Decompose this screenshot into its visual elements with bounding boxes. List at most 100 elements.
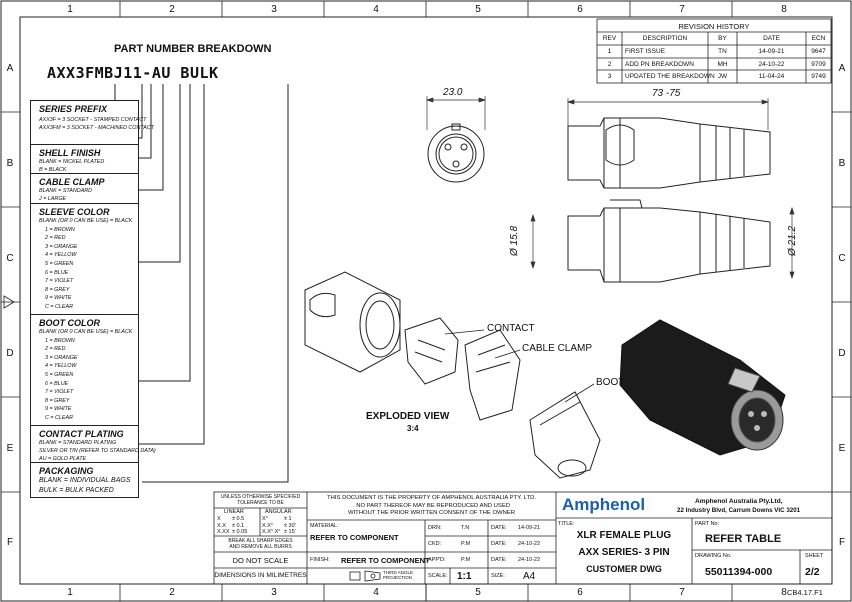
zone-row-label: F — [838, 537, 846, 548]
tolerance-angular-key: X° — [262, 516, 268, 522]
revision-cell: FIRST ISSUE — [625, 48, 665, 55]
breakdown-option: B = BLACK — [39, 167, 67, 173]
exploded-view-scale: 3:4 — [407, 424, 419, 433]
tolerance-angular-value: ± 1 — [284, 516, 292, 522]
revision-header-cell: BY — [718, 35, 727, 42]
breakdown-category-title: SLEEVE COLOR — [39, 207, 110, 217]
zone-row-label: A — [838, 63, 846, 74]
callout-contact: CONTACT — [487, 323, 535, 334]
breakdown-option: AXX3FM = 3 SOCKET - MACHINED CONTACT — [39, 125, 155, 131]
drawing-title-line: CUSTOMER DWG — [586, 564, 662, 574]
edges-note-2: AND REMOVE ALL BURRS — [229, 544, 292, 550]
zone-column-label: 5 — [475, 4, 481, 15]
projection-label: THIRD ANGLE PROJECTION — [383, 570, 414, 580]
revision-header-cell: DESCRIPTION — [642, 35, 688, 42]
breakdown-category-title: SHELL FINISH — [39, 148, 101, 158]
property-notice-line: WITHOUT THE PRIOR WRITTEN CONSENT OF THE… — [347, 510, 516, 516]
zone-row-label: C — [6, 253, 14, 264]
zone-row-label: F — [6, 537, 14, 548]
drawing-no: 55011394-000 — [705, 566, 773, 578]
revision-cell: 9647 — [811, 48, 826, 55]
drn-value: T.N — [461, 525, 470, 531]
breakdown-option: 2 = RED — [45, 235, 66, 242]
breakdown-option: 5 = GREEN — [45, 261, 74, 267]
connector-side-view-top — [567, 117, 771, 189]
zone-column-label: 3 — [271, 587, 277, 598]
scale-value: 1:1 — [457, 571, 472, 582]
breakdown-option: 4 = YELLOW — [45, 252, 77, 259]
callout-cable-clamp: CABLE CLAMP — [522, 343, 593, 354]
property-notice-line: THIS DOCUMENT IS THE PROPERTY OF AMPHENO… — [327, 495, 536, 501]
revision-cell: ADD PN BREAKDOWN — [625, 60, 694, 68]
zone-column-label: 7 — [679, 587, 685, 598]
part-no-value: REFER TABLE — [705, 533, 782, 545]
size-label: SIZE: — [491, 573, 505, 579]
revision-cell: MH — [717, 60, 728, 68]
revision-header-cell: ECN — [811, 35, 826, 42]
finish-value: REFER TO COMPONENT — [341, 556, 430, 565]
breakdown-option: 4 = YELLOW — [45, 363, 77, 370]
drn-date-label: DATE: — [491, 525, 507, 531]
amphenol-logo: Amphenol — [562, 495, 646, 514]
breakdown-option: C = CLEAR — [45, 304, 74, 310]
revision-history-title: REVISION HISTORY — [678, 22, 750, 31]
revision-cell: JW — [717, 73, 728, 80]
breakdown-option: 1 = BROWN — [45, 226, 75, 233]
tolerance-angular-key: X.X° — [262, 522, 274, 529]
breakdown-option: AU = GOLD PLATE — [39, 456, 87, 462]
part-no-label: PART No: — [695, 521, 720, 527]
tolerance-header-2: TOLERANCE TO BE — [237, 500, 284, 506]
breakdown-option: BLANK = STANDARD — [39, 188, 93, 194]
revision-cell: 2 — [607, 60, 612, 68]
breakdown-option: 3 = ORANGE — [45, 243, 78, 250]
breakdown-category-title: BOOT COLOR — [39, 318, 100, 328]
callout-boot: BOOT — [596, 377, 625, 388]
tolerance-linear-label: LINEAR — [224, 509, 244, 515]
revision-cell: 11-04-24 — [758, 73, 785, 80]
breakdown-option: BLANK = STANDARD PLATING — [39, 440, 117, 446]
dimensions-in-millimetres: DIMENSIONS IN MILIMETRES — [214, 572, 307, 579]
zone-column-label: 7 — [679, 4, 685, 15]
breakdown-option: SILVER OR TIN (REFER TO STANDARD DATA) — [39, 448, 156, 454]
revision-cell: 1 — [607, 48, 612, 55]
ckd-label: CKD: — [428, 541, 442, 547]
tolerance-linear-key: X.X — [217, 522, 226, 529]
dimension-diameter-15-8: Ø 15.8 — [509, 225, 521, 257]
connector-front-view — [427, 123, 485, 183]
revision-table-grid — [596, 18, 832, 84]
zone-column-label: 6 — [577, 4, 583, 15]
zone-row-label: E — [838, 443, 846, 454]
appd-label: APP'D: — [428, 557, 446, 563]
appd-date-label: DATE: — [491, 557, 507, 563]
tolerance-linear-value: ± 0.05 — [232, 529, 248, 535]
tolerance-angular-value: ± 30' — [284, 522, 296, 529]
ckd-value: P.M — [461, 541, 471, 547]
breakdown-option: 5 = GREEN — [45, 372, 74, 378]
tolerance-angular-label: ANGULAR — [265, 509, 292, 515]
sheet-value: 2/2 — [805, 566, 820, 578]
breakdown-option: 8 = GREY — [45, 397, 70, 404]
tolerance-angular-key: X.X°.X° — [262, 529, 281, 535]
exploded-view-drawing — [304, 271, 601, 479]
dimension-length: 73 -75 — [652, 88, 681, 99]
drn-label: DRN: — [428, 525, 442, 531]
breakdown-option: BLANK = INDIVIDUAL BAGS — [39, 477, 131, 484]
zone-column-label: 4 — [373, 4, 379, 15]
center-mark-left — [3, 295, 15, 309]
form-code: CB4.17.F1 — [787, 588, 823, 597]
breakdown-category-title: SERIES PREFIX — [39, 104, 108, 114]
revision-cell: TN — [718, 48, 727, 55]
breakdown-option: 1 = BROWN — [45, 337, 75, 344]
breakdown-option: 6 = BLUE — [45, 380, 69, 387]
connector-3d-render — [619, 319, 786, 456]
tolerance-linear-key: X — [217, 516, 221, 522]
breakdown-option: 9 = WHITE — [45, 406, 72, 413]
breakdown-option: 3 = ORANGE — [45, 354, 78, 361]
breakdown-option: 8 = GREY — [45, 286, 70, 293]
drawing-title-line: XLR FEMALE PLUG — [576, 530, 672, 541]
finish-label: FINISH: — [310, 557, 330, 563]
callout-leaders — [444, 329, 595, 403]
